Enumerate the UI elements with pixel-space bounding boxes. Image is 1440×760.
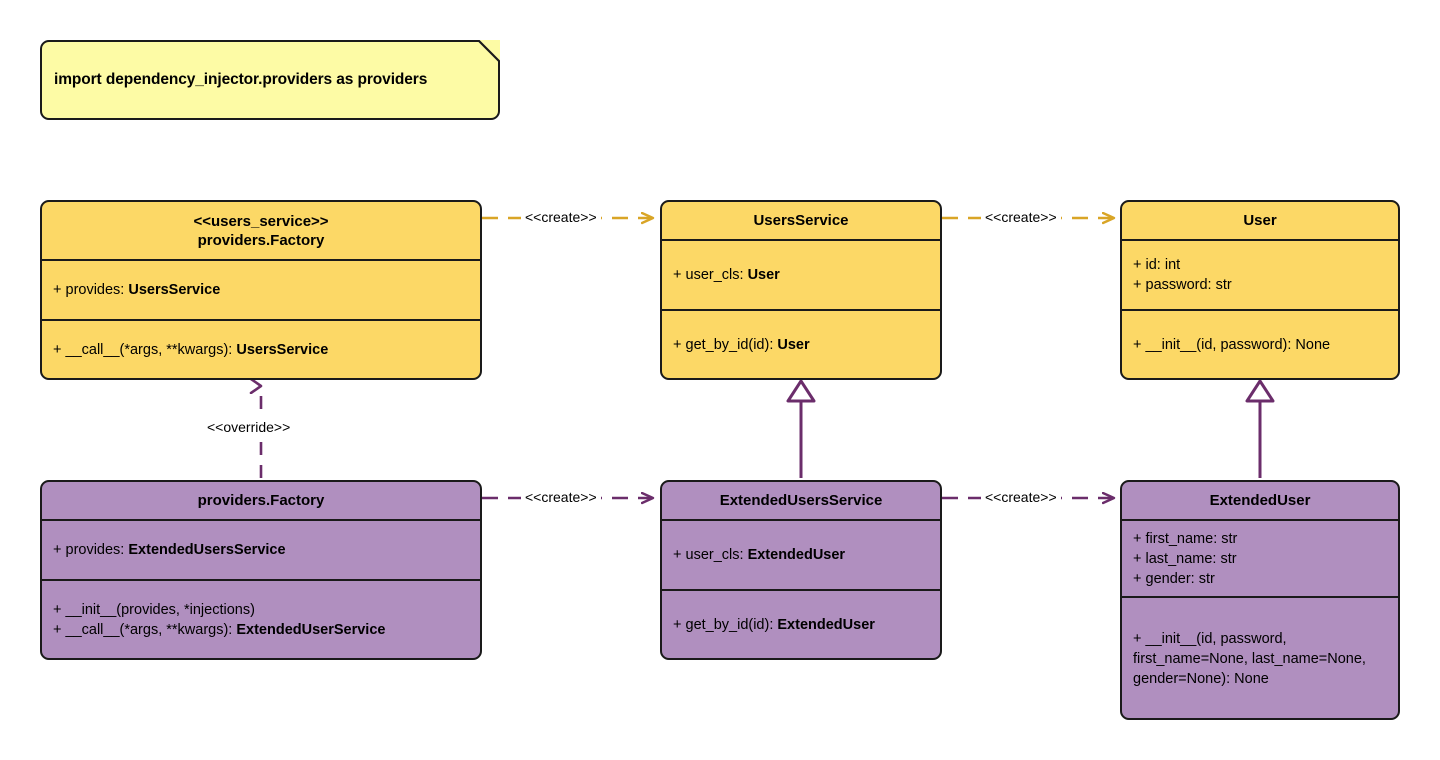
class-user[interactable]: User + id: int + password: str + __init_… [1120, 200, 1400, 380]
method-visibility: + [1133, 630, 1142, 647]
attribute-visibility: + [1133, 550, 1142, 567]
class-methods: + __call__(*args, **kwargs): UsersServic… [42, 319, 480, 378]
class-header: ExtendedUser [1122, 482, 1398, 519]
method-label: get_by_id(id): [685, 617, 778, 633]
edge-label-create-top-left: <<create>> [521, 209, 601, 225]
attribute-visibility: + [1133, 530, 1142, 547]
method-visibility: + [1133, 337, 1142, 353]
attribute-label: user_cls: [685, 547, 748, 563]
method-type: UsersService [236, 342, 329, 358]
class-attributes: + user_cls: ExtendedUser [662, 519, 940, 589]
class-attributes: + provides: UsersService [42, 259, 480, 319]
method-visibility: + [673, 617, 682, 633]
attribute-visibility: + [1133, 570, 1142, 587]
class-extended-user[interactable]: ExtendedUser + first_name: str + last_na… [1120, 480, 1400, 720]
class-methods: + get_by_id(id): ExtendedUser [662, 589, 940, 658]
method-visibility: + [53, 602, 62, 618]
method-row: + get_by_id(id): ExtendedUser [673, 615, 932, 635]
class-header: <<users_service>> providers.Factory [42, 202, 480, 259]
attribute-row: + provides: ExtendedUsersService [53, 540, 472, 560]
attribute-row: + user_cls: User [673, 265, 932, 285]
attribute-label: user_cls: [685, 267, 748, 283]
class-stereotype: <<users_service>> [193, 212, 329, 230]
import-note: import dependency_injector.providers as … [40, 40, 500, 120]
attribute-type: User [747, 267, 780, 283]
attribute-visibility: + [1133, 277, 1142, 293]
attribute-type: ExtendedUsersService [128, 542, 286, 558]
method-label: __call__(*args, **kwargs): [65, 622, 237, 638]
attribute-label: last_name: str [1145, 550, 1237, 567]
attribute-visibility: + [1133, 257, 1142, 273]
method-visibility: + [673, 337, 682, 353]
class-name: ExtendedUser [1209, 492, 1311, 509]
class-name: providers.Factory [197, 231, 325, 249]
class-extended-users-service[interactable]: ExtendedUsersService + user_cls: Extende… [660, 480, 942, 660]
edge-label-create-top-right: <<create>> [981, 209, 1061, 225]
attribute-visibility: + [673, 267, 682, 283]
class-attributes: + id: int + password: str [1122, 239, 1398, 309]
method-visibility: + [53, 342, 62, 358]
import-note-text: import dependency_injector.providers as … [54, 71, 428, 88]
method-label: __init__(id, password, first_name=None, … [1133, 630, 1366, 687]
edge-label-override: <<override>> [203, 419, 295, 435]
attribute-row: + first_name: str [1133, 529, 1390, 549]
attribute-type: ExtendedUser [747, 547, 846, 563]
class-users-service[interactable]: UsersService + user_cls: User + get_by_i… [660, 200, 942, 380]
attribute-row: + gender: str [1133, 569, 1390, 589]
method-row: + __init__(id, password, first_name=None… [1133, 629, 1390, 689]
edge-label-create-bottom-left: <<create>> [521, 489, 601, 505]
method-row: + __init__(provides, *injections) [53, 600, 472, 620]
class-methods: + __init__(id, password): None [1122, 309, 1398, 378]
method-type: ExtendedUser [777, 617, 875, 633]
class-extended-factory[interactable]: providers.Factory + provides: ExtendedUs… [40, 480, 482, 660]
edge-generalization-user [1245, 379, 1275, 478]
attribute-row: + id: int [1133, 255, 1390, 275]
class-methods: + __init__(id, password, first_name=None… [1122, 596, 1398, 718]
attribute-label: first_name: str [1145, 530, 1238, 547]
attribute-label: password: str [1145, 277, 1232, 293]
class-users-service-factory[interactable]: <<users_service>> providers.Factory + pr… [40, 200, 482, 380]
attribute-label: provides: [65, 282, 129, 298]
class-name: ExtendedUsersService [719, 492, 883, 509]
edge-label-create-bottom-right: <<create>> [981, 489, 1061, 505]
method-row: + __call__(*args, **kwargs): UsersServic… [53, 340, 472, 360]
class-header: User [1122, 202, 1398, 239]
class-name: User [1243, 212, 1277, 229]
method-row: + __init__(id, password): None [1133, 335, 1390, 355]
attribute-label: provides: [65, 542, 129, 558]
attribute-label: gender: str [1145, 570, 1215, 587]
attribute-row: + password: str [1133, 275, 1390, 295]
class-methods: + get_by_id(id): User [662, 309, 940, 378]
class-header: providers.Factory [42, 482, 480, 519]
method-row: + get_by_id(id): User [673, 335, 932, 355]
class-name: providers.Factory [197, 492, 325, 509]
class-name: UsersService [753, 212, 849, 229]
class-attributes: + user_cls: User [662, 239, 940, 309]
attribute-visibility: + [53, 542, 62, 558]
method-visibility: + [53, 622, 62, 638]
folded-corner-icon [478, 40, 500, 62]
method-label: get_by_id(id): [685, 337, 778, 353]
method-type: User [777, 337, 810, 353]
class-attributes: + first_name: str + last_name: str + gen… [1122, 519, 1398, 596]
method-label: __call__(*args, **kwargs): [65, 342, 237, 358]
class-header: UsersService [662, 202, 940, 239]
attribute-label: id: int [1145, 257, 1181, 273]
edge-generalization-service [786, 379, 816, 478]
attribute-row: + last_name: str [1133, 549, 1390, 569]
attribute-visibility: + [53, 282, 62, 298]
attribute-visibility: + [673, 547, 682, 563]
class-methods: + __init__(provides, *injections) + __ca… [42, 579, 480, 658]
attribute-row: + user_cls: ExtendedUser [673, 545, 932, 565]
method-label: __init__(id, password): None [1145, 337, 1331, 353]
class-header: ExtendedUsersService [662, 482, 940, 519]
attribute-row: + provides: UsersService [53, 280, 472, 300]
attribute-type: UsersService [128, 282, 221, 298]
class-attributes: + provides: ExtendedUsersService [42, 519, 480, 579]
method-type: ExtendedUserService [236, 622, 386, 638]
method-label: __init__(provides, *injections) [65, 602, 255, 618]
method-row: + __call__(*args, **kwargs): ExtendedUse… [53, 620, 472, 640]
